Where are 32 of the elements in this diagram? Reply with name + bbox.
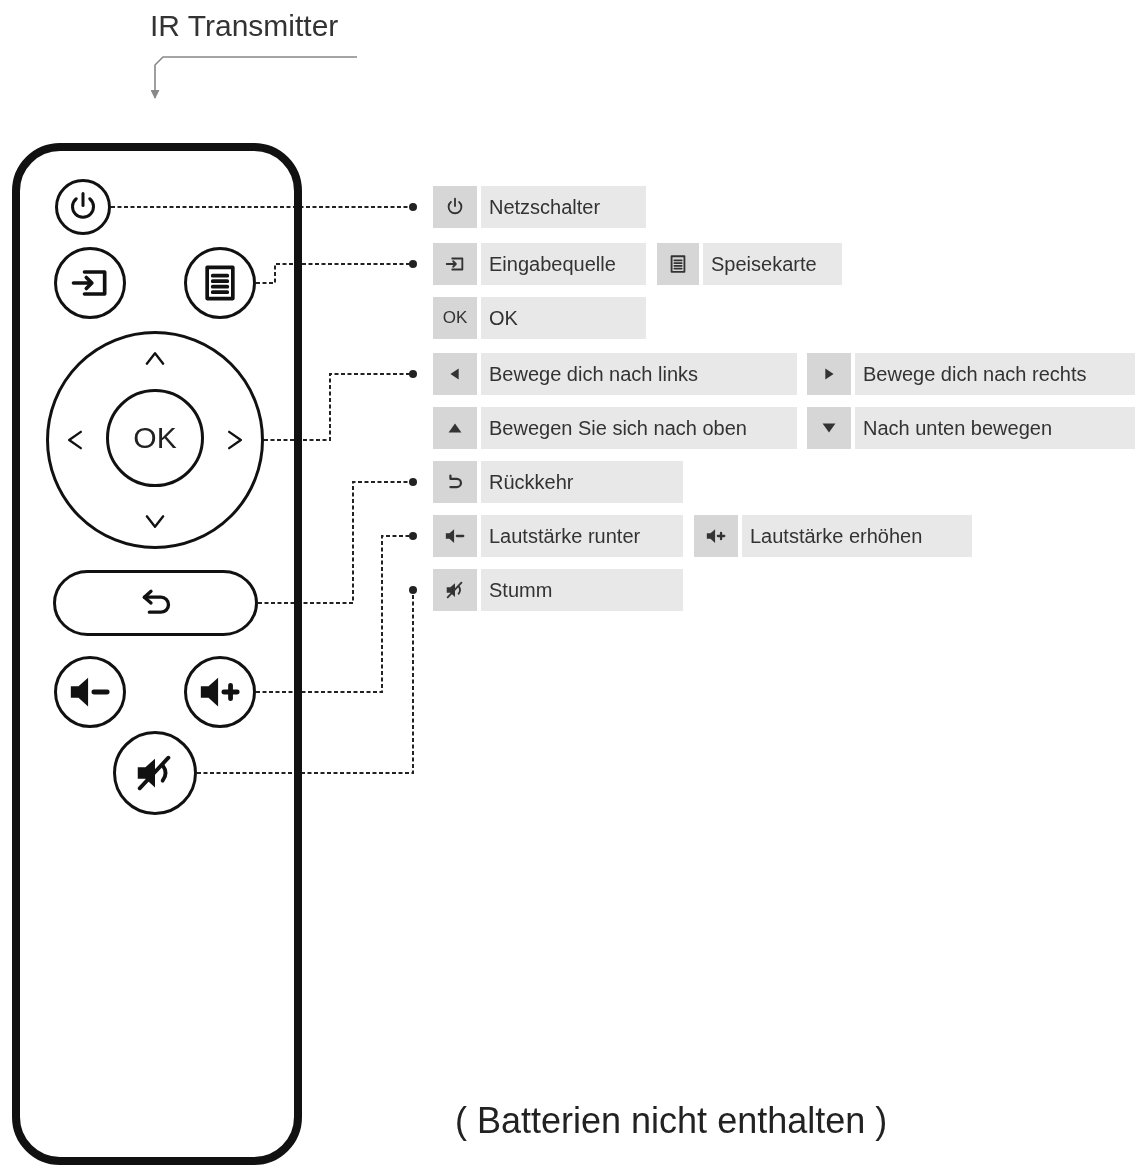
function-label: Lautstärke erhöhen	[742, 515, 972, 557]
ok-button: OK	[106, 389, 204, 487]
leader-line	[255, 532, 417, 693]
leader-line	[263, 370, 417, 441]
volume-up-button	[184, 656, 256, 728]
function-label: Nach unten bewegen	[855, 407, 1135, 449]
leader-line	[196, 586, 417, 774]
function-label: Netzschalter	[481, 186, 646, 228]
function-label: Eingabequelle	[481, 243, 646, 285]
power-button	[55, 179, 111, 235]
volume-down-button	[54, 656, 126, 728]
ok-key-tile: OK	[433, 297, 477, 339]
back-button	[53, 570, 258, 636]
direction-pad	[46, 331, 264, 549]
leader-line	[255, 260, 417, 284]
function-label: Stumm	[481, 569, 683, 611]
leader-line	[110, 203, 417, 211]
function-label: Speisekarte	[703, 243, 842, 285]
note-text: ( Batterien nicht enthalten )	[455, 1100, 888, 1142]
remote-body	[12, 143, 302, 1165]
mute-button	[113, 731, 197, 815]
function-label: Bewege dich nach links	[481, 353, 797, 395]
menu-button	[184, 247, 256, 319]
input-button	[54, 247, 126, 319]
transmitter-label: IR Transmitter	[150, 8, 340, 44]
arrow	[150, 56, 358, 99]
function-label: Lautstärke runter	[481, 515, 683, 557]
leader-line	[257, 478, 417, 604]
function-label: OK	[481, 297, 646, 339]
function-label: Bewege dich nach rechts	[855, 353, 1135, 395]
function-label: Bewegen Sie sich nach oben	[481, 407, 797, 449]
function-label: Rückkehr	[481, 461, 683, 503]
